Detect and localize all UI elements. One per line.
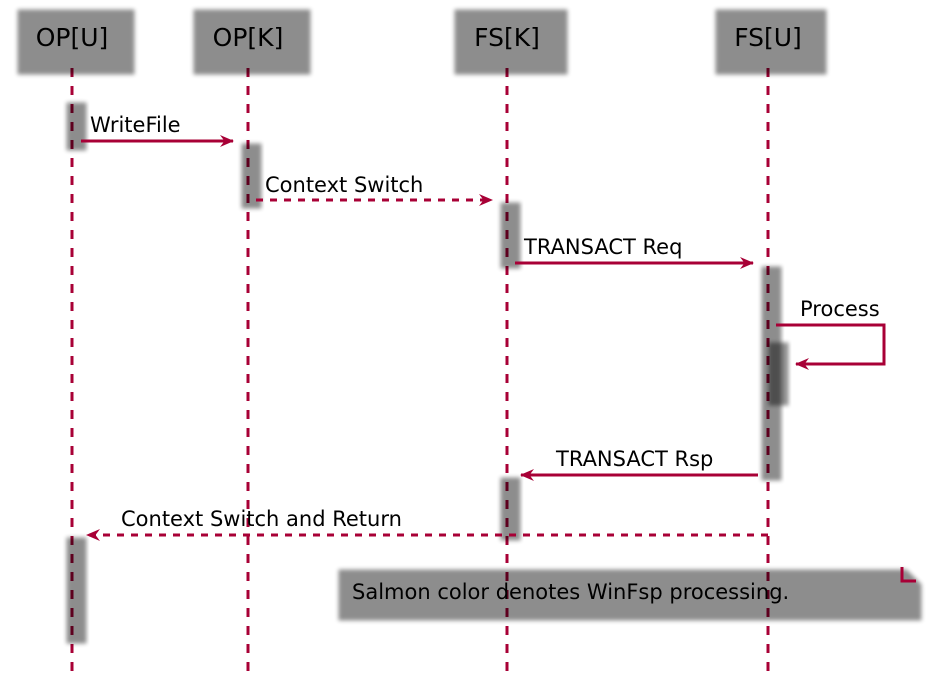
participant-label-opu: OP[U] (36, 23, 109, 52)
activation-bar-opu-2 (62, 533, 83, 640)
activation-bar-fsu-2-nested (764, 338, 785, 402)
message-label-writefile: WriteFile (90, 113, 181, 137)
activation-bar-opu-1 (62, 98, 83, 147)
participant-label-fsk: FS[K] (474, 23, 540, 52)
note-label: Salmon color denotes WinFsp processing. (352, 580, 789, 604)
activation-bars (62, 98, 785, 640)
note-fold-corner-icon (900, 567, 916, 583)
message-context-switch[interactable]: Context Switch (256, 173, 493, 206)
participant-box-opu[interactable] (13, 5, 131, 71)
participant-fsk[interactable]: FS[K] (450, 5, 564, 71)
participant-box-fsk[interactable] (450, 5, 564, 71)
participant-label-opk: OP[K] (213, 23, 284, 52)
activation-bar-fsk-1 (496, 198, 517, 265)
participant-fsu[interactable]: FS[U] (711, 5, 823, 71)
participant-opk[interactable]: OP[K] (189, 5, 307, 71)
message-process-self-call[interactable]: Process (776, 297, 886, 370)
message-line-process (776, 323, 886, 370)
message-transact-req[interactable]: TRANSACT Req (515, 235, 754, 269)
message-label-transact-req: TRANSACT Req (523, 235, 682, 259)
note-shape (334, 565, 918, 617)
message-context-switch-and-return[interactable]: Context Switch and Return (86, 507, 768, 541)
participant-box-opk[interactable] (189, 5, 307, 71)
message-label-process: Process (800, 297, 880, 321)
activation-bar-opk-1 (237, 139, 258, 205)
message-label-context-switch-and-return: Context Switch and Return (121, 507, 402, 531)
participant-opu[interactable]: OP[U] (13, 5, 131, 71)
message-writefile[interactable]: WriteFile (81, 113, 234, 147)
message-label-transact-rsp: TRANSACT Rsp (555, 447, 713, 471)
note-salmon-legend[interactable]: Salmon color denotes WinFsp processing. (334, 565, 918, 617)
participant-box-fsu[interactable] (711, 5, 823, 71)
message-transact-rsp[interactable]: TRANSACT Rsp (520, 447, 758, 481)
activation-bar-fsk-2 (496, 473, 517, 537)
participant-label-fsu: FS[U] (734, 23, 802, 52)
message-label-context-switch: Context Switch (265, 173, 423, 197)
